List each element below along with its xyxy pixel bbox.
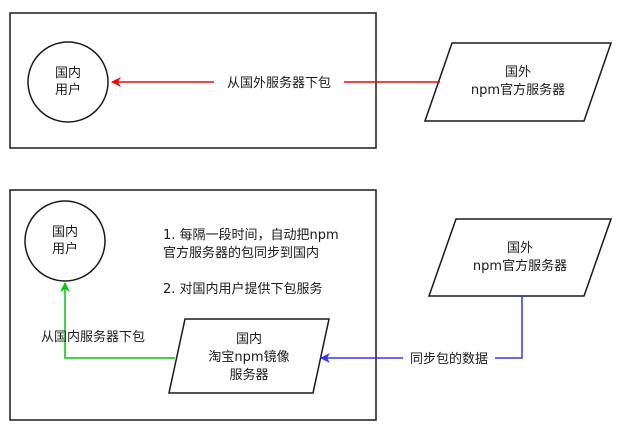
bottom-foreign-server-node: 国外 npm官方服务器 (427, 218, 613, 297)
note1-line2: 官方服务器的包同步到国内 (163, 245, 319, 261)
bottom-user-line1: 国内 (52, 224, 78, 240)
top-foreign-line2: npm官方服务器 (471, 82, 565, 98)
mirror-server-node: 国内 淘宝npm镜像 服务器 (168, 318, 330, 394)
top-foreign-line1: 国外 (505, 65, 531, 80)
note2: 2. 对国内用户提供下包服务 (163, 281, 323, 297)
bottom-user-node: 国内 用户 (24, 200, 106, 282)
top-foreign-server-node: 国外 npm官方服务器 (423, 42, 613, 122)
top-arrow-label: 从国外服务器下包 (227, 75, 331, 91)
bottom-download-arrow: 从国内服务器下包 (41, 282, 175, 359)
note1-line1: 1. 每隔一段时间，自动把npm (163, 227, 339, 243)
download-label: 从国内服务器下包 (41, 329, 145, 345)
mirror-line2: 淘宝npm镜像 (208, 350, 289, 365)
bottom-user-line2: 用户 (52, 241, 78, 257)
top-container-box (9, 12, 377, 149)
bottom-notes: 1. 每隔一段时间，自动把npm 官方服务器的包同步到国内 2. 对国内用户提供… (163, 227, 339, 297)
top-user-line2: 用户 (55, 82, 81, 98)
bottom-foreign-line1: 国外 (507, 241, 533, 256)
sync-label: 同步包的数据 (410, 351, 488, 367)
mirror-line1: 国内 (236, 331, 262, 347)
top-user-line1: 国内 (55, 65, 81, 81)
top-download-arrow: 从国外服务器下包 (111, 72, 440, 92)
sync-arrow: 同步包的数据 (320, 296, 523, 368)
bottom-foreign-line2: npm官方服务器 (473, 258, 567, 274)
mirror-line3: 服务器 (229, 367, 268, 383)
top-user-node: 国内 用户 (27, 41, 109, 123)
bottom-container-box (9, 189, 377, 421)
